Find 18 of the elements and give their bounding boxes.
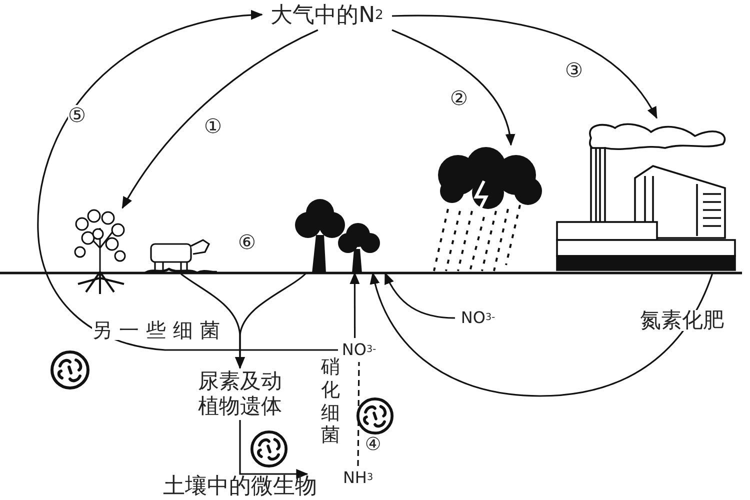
arrow: [392, 29, 515, 146]
arrow: [239, 420, 308, 479]
arrow: [122, 29, 318, 209]
connector-line: [357, 362, 360, 466]
edge-label: ①: [204, 116, 222, 136]
arrow: [392, 14, 658, 119]
arrow: [235, 272, 307, 369]
arrow: [384, 272, 456, 319]
text-label: 土壤中的微生物: [160, 474, 320, 500]
edge-label: ②: [450, 88, 468, 108]
edge-label: 氮素化肥: [640, 310, 724, 331]
arrow: [370, 272, 713, 397]
edge-label: ⑤: [68, 105, 86, 125]
edge-label: ③: [565, 60, 583, 80]
arrow: [350, 272, 360, 338]
arrow: [37, 10, 338, 351]
text-label: 尿素及动植物遗体: [194, 368, 286, 420]
step-number: ⑥: [238, 232, 256, 252]
